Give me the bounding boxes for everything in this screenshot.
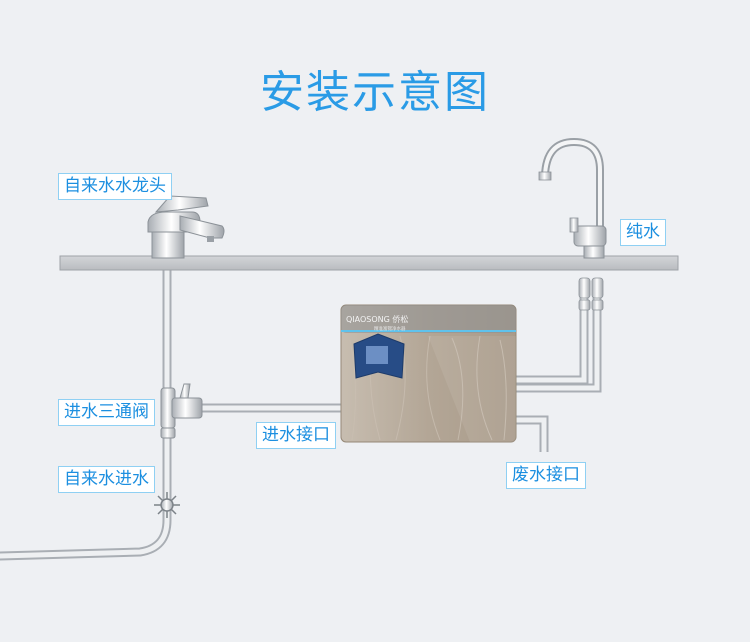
label-inlet-port: 进水接口: [256, 422, 336, 449]
pure-water-fittings: [578, 277, 604, 311]
countertop: [59, 255, 679, 271]
device-tagline: 精准富锶净水器: [374, 325, 406, 332]
waste-water-pipe: [515, 415, 549, 452]
label-pure-water: 纯水: [620, 219, 666, 246]
tee-valve: [160, 383, 203, 439]
supply-stop-valve: [154, 492, 180, 518]
device-brand: QIAOSONG 侨松: [346, 314, 408, 324]
label-tap-faucet: 自来水水龙头: [58, 173, 172, 200]
label-waste-port: 废水接口: [506, 462, 586, 489]
tap-water-inlet-pipe: [0, 265, 172, 561]
pure-water-pipe: [515, 288, 602, 393]
water-purifier-device: [340, 304, 517, 443]
tap-faucet: [147, 195, 225, 259]
diagram-title: 安装示意图: [260, 67, 490, 118]
pure-water-faucet: [538, 137, 607, 259]
label-tap-inlet: 自来水进水: [58, 466, 155, 493]
label-tee-valve: 进水三通阀: [58, 399, 155, 426]
